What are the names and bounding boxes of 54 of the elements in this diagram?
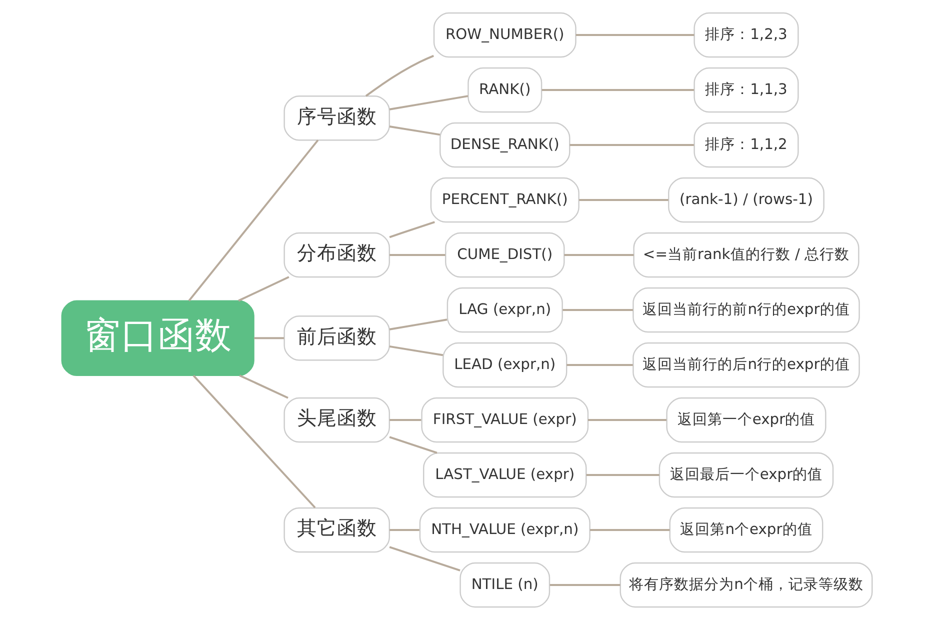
connector <box>390 529 420 531</box>
node-box: LAST_VALUE (expr) <box>423 452 587 498</box>
node-box: 返回第n个expr的值 <box>669 507 824 553</box>
node-box: 分布函数 <box>284 232 390 278</box>
connector <box>389 221 435 238</box>
connector <box>389 346 444 356</box>
connector <box>192 374 316 508</box>
connector <box>365 54 434 97</box>
node-box: PERCENT_RANK() <box>430 177 580 223</box>
node-box: 排序：1,2,3 <box>694 12 799 58</box>
connector <box>566 364 633 366</box>
connector <box>390 419 422 421</box>
node-box: NTILE (n) <box>460 562 550 608</box>
connector <box>590 529 670 531</box>
connector <box>239 374 288 399</box>
node-box: NTH_VALUE (expr,n) <box>419 507 590 553</box>
node-box: 其它函数 <box>284 507 390 553</box>
node-box: 序号函数 <box>284 96 390 141</box>
node-box: 排序：1,1,2 <box>694 122 799 168</box>
connector <box>564 254 634 256</box>
connector <box>390 254 446 256</box>
node-box: (rank-1) / (rows-1) <box>668 177 824 223</box>
connector <box>562 309 633 311</box>
node-box: 返回当前行的后n行的expr的值 <box>632 342 860 388</box>
connector <box>389 318 448 330</box>
connector <box>238 276 290 302</box>
node-box: LAG (expr,n) <box>446 287 563 333</box>
node-box: LEAD (expr,n) <box>442 342 568 388</box>
node-box: 返回第一个expr的值 <box>666 397 826 443</box>
connector <box>389 126 440 136</box>
connector <box>586 474 660 476</box>
node-box: 返回当前行的前n行的expr的值 <box>632 287 860 333</box>
connector <box>254 337 284 340</box>
node-box: <=当前rank值的行数 / 总行数 <box>633 232 860 278</box>
connector <box>576 34 694 36</box>
node-box: 前后函数 <box>284 316 390 361</box>
connector <box>389 95 468 110</box>
connector <box>389 546 460 572</box>
connector <box>588 419 666 421</box>
connector <box>188 140 319 302</box>
connector <box>579 199 668 201</box>
node-box: 返回最后一个expr的值 <box>658 452 834 498</box>
node-box: CUME_DIST() <box>445 232 565 278</box>
connector <box>570 144 694 146</box>
node-box: RANK() <box>468 67 542 113</box>
node-box: 窗口函数 <box>61 300 254 376</box>
node-box: ROW_NUMBER() <box>433 12 576 58</box>
node-box: FIRST_VALUE (expr) <box>421 397 589 443</box>
node-box: 排序：1,1,3 <box>694 67 799 113</box>
node-box: 头尾函数 <box>284 397 390 443</box>
connector <box>542 89 694 91</box>
node-box: 将有序数据分为n个桶，记录等级数 <box>620 562 873 608</box>
node-box: DENSE_RANK() <box>440 122 570 168</box>
connector <box>550 584 620 586</box>
